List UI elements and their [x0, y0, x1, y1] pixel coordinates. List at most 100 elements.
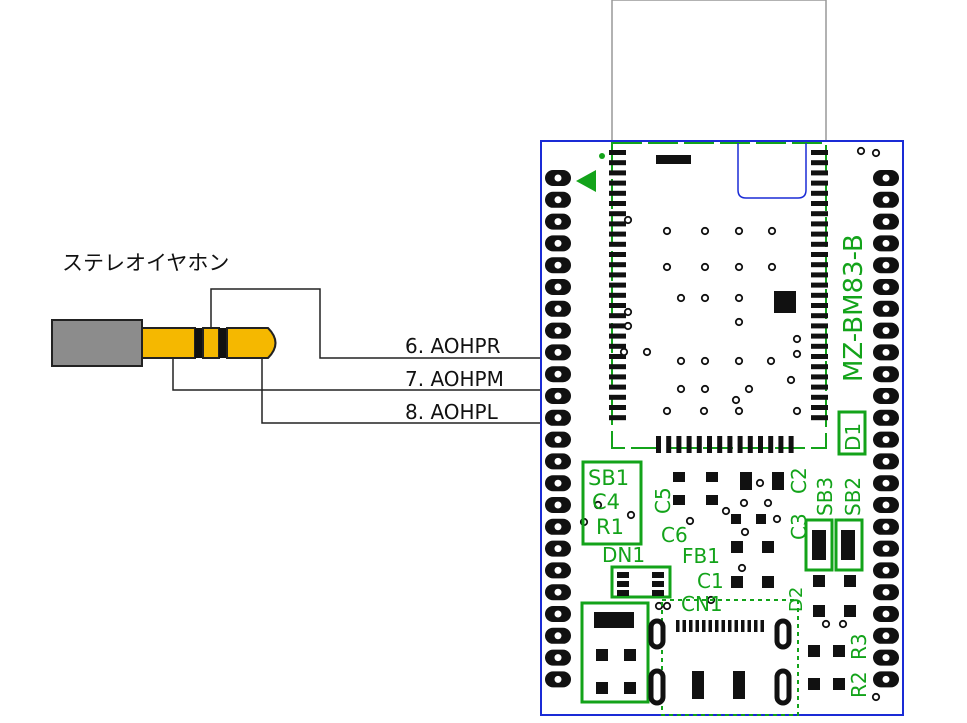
pad-hole: [554, 436, 562, 444]
via-hole: [821, 619, 831, 629]
module-pin: [811, 394, 828, 400]
module-pin: [609, 221, 626, 227]
module-pin: [609, 323, 626, 329]
pad-hole: [554, 675, 562, 683]
module-pin: [768, 436, 774, 453]
via-hole: [699, 406, 709, 416]
pad-hole: [554, 348, 562, 356]
module-board: MZ-BM83-B D1 SB1 C4 R1 C5 C6 C2 C3 SB3 S…: [540, 0, 904, 716]
module-pin: [811, 221, 828, 227]
pin1-marker-icon: [576, 170, 596, 192]
pad-hole: [882, 370, 890, 378]
via-hole: [740, 527, 750, 537]
pad-hole: [554, 305, 562, 313]
via-hole: [623, 215, 633, 225]
module-pin: [811, 170, 828, 176]
label-d2: D2: [786, 587, 807, 612]
via-hole: [766, 356, 776, 366]
module-pin: [811, 252, 828, 257]
via-hole: [642, 347, 652, 357]
pad-hole: [882, 392, 890, 400]
module-pin: [609, 405, 626, 410]
via-hole: [772, 514, 782, 524]
module-pin: [609, 282, 626, 288]
via-hole: [739, 498, 749, 508]
pad-hole: [554, 654, 562, 662]
label-c5: C5: [651, 487, 675, 514]
usb-pin: [676, 620, 680, 632]
via-hole: [662, 262, 672, 272]
via-hole: [623, 321, 633, 331]
module-pin: [747, 436, 753, 453]
label-d1: D1: [841, 423, 865, 451]
module-pin: [717, 436, 723, 453]
earphone-title: ステレオイヤホン: [62, 251, 229, 275]
via-hole: [734, 356, 744, 366]
pad-hole: [554, 523, 562, 531]
usb-pin: [741, 620, 745, 632]
via-hole: [871, 148, 881, 158]
module-pin: [811, 333, 828, 339]
module-pin: [609, 292, 626, 298]
module-pin: [727, 436, 733, 453]
module-pin: [811, 201, 828, 206]
module-pin: [811, 231, 828, 237]
module-pin: [811, 150, 828, 155]
wire-aohpr: [210, 288, 540, 359]
via-hole: [676, 384, 686, 394]
usb-notch-outline: [737, 143, 807, 199]
pad-hole: [882, 457, 890, 465]
pad-hole: [554, 239, 562, 247]
module-pin: [811, 262, 828, 268]
label-r1: R1: [596, 515, 624, 539]
pad-hole: [554, 261, 562, 269]
d1-box: [837, 410, 867, 456]
module-pin: [609, 415, 626, 421]
pad-hole: [882, 327, 890, 335]
via-hole: [734, 262, 744, 272]
module-pin: [811, 180, 828, 186]
via-hole: [792, 349, 802, 359]
pad-hole: [882, 632, 890, 640]
pad-hole: [554, 610, 562, 618]
module-pin: [811, 415, 828, 421]
pad-hole: [882, 501, 890, 509]
usb-pin: [715, 620, 719, 632]
module-pin: [609, 170, 626, 176]
stereo-plug-icon: [51, 319, 277, 367]
pad-hole: [554, 196, 562, 204]
label-sb3: SB3: [813, 477, 837, 516]
usb-pin: [728, 620, 732, 632]
via-hole: [676, 293, 686, 303]
pad-hole: [554, 588, 562, 596]
pad-hole: [882, 196, 890, 204]
via-hole: [700, 356, 710, 366]
via-hole: [744, 384, 754, 394]
pad-hole: [882, 675, 890, 683]
signal-label-aohpm: 7. AOHPM: [405, 367, 504, 391]
via-hole: [685, 516, 695, 526]
module-pin: [609, 374, 626, 380]
module-pin: [778, 436, 784, 453]
board-outline: [540, 140, 904, 716]
via-hole: [700, 384, 710, 394]
pad-hole: [554, 501, 562, 509]
usb-pin: [708, 620, 712, 632]
pad-hole: [882, 239, 890, 247]
pad-hole: [882, 545, 890, 553]
module-pin: [609, 160, 626, 166]
signal-wires: [172, 288, 540, 424]
module-pin: [707, 436, 712, 453]
pad-hole: [882, 588, 890, 596]
module-pin: [811, 384, 828, 390]
via-hole: [700, 226, 710, 236]
pad-hole: [554, 283, 562, 291]
via-hole: [792, 406, 802, 416]
module-pin: [737, 436, 743, 453]
module-pin: [811, 374, 828, 380]
pad-hole: [554, 457, 562, 465]
via-hole: [623, 307, 633, 317]
module-pin: [609, 150, 626, 155]
module-pin: [609, 313, 626, 319]
via-hole: [721, 506, 731, 516]
